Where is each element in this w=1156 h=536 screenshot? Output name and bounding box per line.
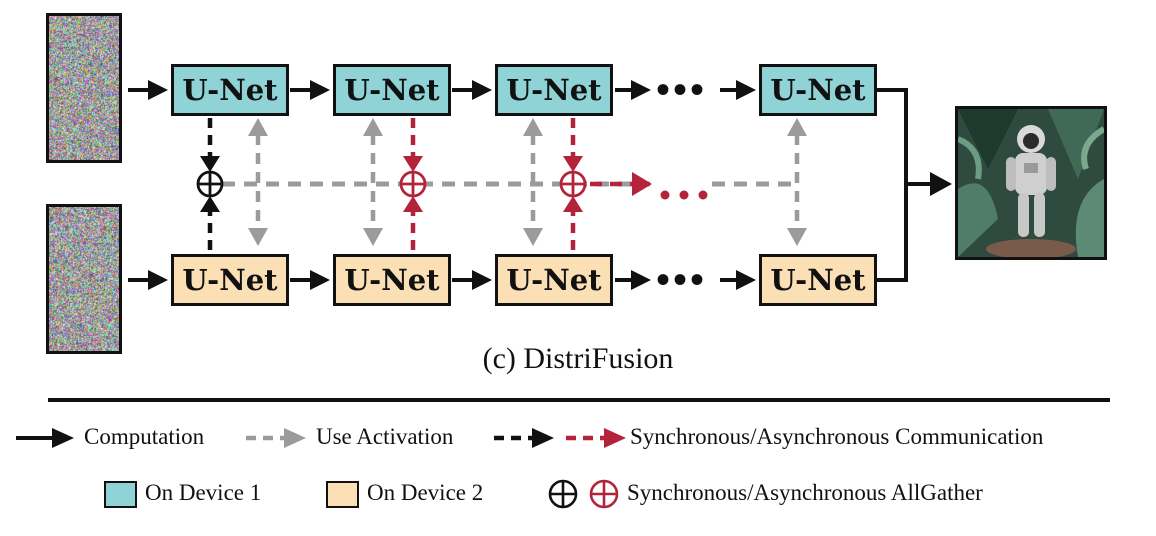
output-image-astronaut — [955, 106, 1107, 260]
async-allgather-icon-1 — [399, 170, 427, 198]
unet-device1-stepN: U-Net — [759, 64, 877, 116]
legend-computation-arrow — [16, 428, 74, 448]
noise-input-device2 — [46, 204, 122, 354]
legend-device2-label: On Device 2 — [367, 480, 484, 505]
sync-allgather-icon — [196, 170, 224, 198]
sync-communication-arrows — [200, 118, 220, 250]
legend-computation-label: Computation — [84, 424, 205, 449]
legend-activation-label: Use Activation — [316, 424, 454, 449]
legend-sync-comm-arrow — [494, 428, 554, 448]
row2-ellipsis: ••• — [656, 257, 708, 302]
legend-divider — [48, 398, 1110, 402]
legend-communication-label: Synchronous/Asynchronous Communication — [630, 424, 1044, 449]
legend-device1-label: On Device 1 — [145, 480, 262, 505]
legend-async-allgather-icon — [589, 479, 619, 509]
unet-device2-step2: U-Net — [333, 254, 451, 306]
activation-arrows — [248, 118, 807, 246]
legend-async-comm-arrow — [566, 428, 626, 448]
unet-device1-step1: U-Net — [171, 64, 289, 116]
figure-caption: (c) DistriFusion — [482, 342, 674, 375]
unet-device2-stepN: U-Net — [759, 254, 877, 306]
row2-computation-arrows — [128, 270, 756, 290]
row1-ellipsis: ••• — [656, 67, 708, 112]
legend-device1-swatch — [104, 481, 137, 508]
unet-device2-step1: U-Net — [171, 254, 289, 306]
row1-computation-arrows — [128, 80, 756, 100]
legend-allgather-label: Synchronous/Asynchronous AllGather — [627, 480, 983, 505]
merge-to-output-arrow — [876, 88, 952, 282]
async-ellipsis-dots — [660, 190, 708, 200]
async-communication-arrows — [403, 118, 652, 250]
noise-input-device1 — [46, 13, 122, 163]
unet-device1-step2: U-Net — [333, 64, 451, 116]
unet-device1-step3: U-Net — [495, 64, 613, 116]
legend-device2-swatch — [326, 481, 359, 508]
async-allgather-icon-2 — [559, 170, 587, 198]
legend-activation-arrow — [246, 428, 306, 448]
unet-device2-step3: U-Net — [495, 254, 613, 306]
legend-sync-allgather-icon — [548, 479, 578, 509]
